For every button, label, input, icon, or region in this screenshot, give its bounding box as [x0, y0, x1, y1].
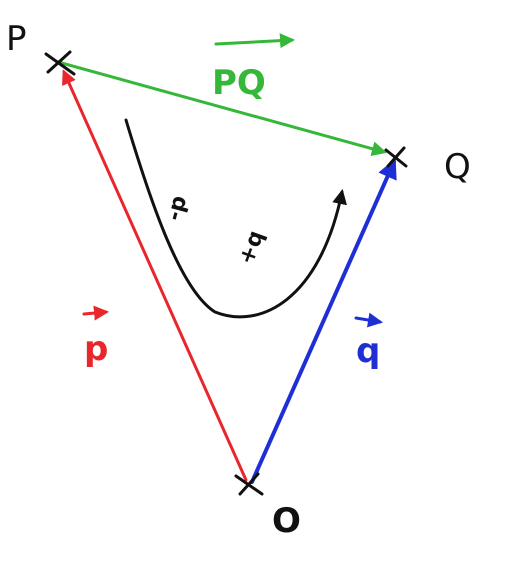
vector-pq-label-group: PQ	[212, 33, 295, 103]
point-p-cross	[44, 50, 76, 76]
point-q-label: Q	[444, 147, 471, 187]
vector-pq-arrow	[56, 60, 387, 157]
point-q-cross	[384, 146, 408, 168]
vector-p-label-group: p	[82, 305, 109, 369]
vector-p-arrow	[62, 69, 248, 482]
path-minus-p-plus-q-arrow	[124, 118, 347, 319]
path-minus-p-label: -p	[162, 193, 193, 224]
vector-p-label-overarrow	[82, 305, 109, 321]
point-p-label: P	[6, 19, 27, 59]
point-o-label: O	[272, 501, 301, 541]
vector-p-label: p	[84, 329, 108, 369]
vector-q-label: q	[356, 331, 380, 371]
vector-q-arrow	[250, 158, 397, 484]
vector-pq-label-overarrow	[214, 33, 295, 49]
vector-q-label-overarrow	[354, 312, 383, 328]
vector-pq-label: PQ	[212, 63, 266, 103]
path-plus-q-label: +q	[234, 227, 269, 268]
vector-q-label-group: q	[354, 312, 383, 371]
point-o-cross	[234, 472, 264, 496]
